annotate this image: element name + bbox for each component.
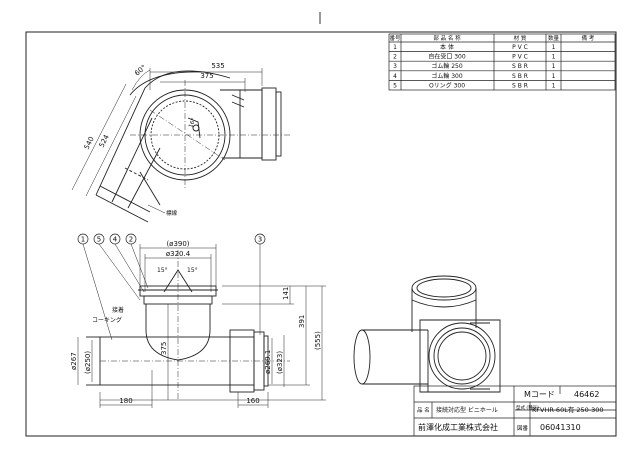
col-material: 材 質 xyxy=(514,34,527,42)
m-code-label: Mコード xyxy=(524,390,555,399)
row3-qty: 1 xyxy=(552,63,556,70)
balloon-5-label: 5 xyxy=(97,236,101,244)
front-view-dim-labels: (ø390) ø320.4 15° 15° 接着 コーキング 141 391 (… xyxy=(70,240,322,405)
model-value: KFVHR-60L有 250-300 xyxy=(532,405,604,414)
row4-mat: S B R xyxy=(512,73,528,80)
dim-phi390: (ø390) xyxy=(166,240,189,248)
dim-phi269: ø269.1 xyxy=(264,350,272,374)
sheet-frame xyxy=(25,31,617,437)
front-view-dimensions xyxy=(77,244,326,408)
row2-qty: 1 xyxy=(552,54,556,61)
row4-qty: 1 xyxy=(552,73,556,80)
row2-mat: P V C xyxy=(512,54,528,61)
dim-555: (555) xyxy=(314,331,322,350)
plan-view xyxy=(95,70,290,223)
dim-141: 141 xyxy=(282,287,290,300)
row2-no: 2 xyxy=(393,54,397,61)
col-number: 番号 xyxy=(389,35,401,42)
row1-qty: 1 xyxy=(552,44,556,51)
row1-mat: P V C xyxy=(512,44,528,51)
dim-phi267: ø267 xyxy=(70,352,78,370)
dim-160: 160 xyxy=(246,397,259,405)
balloon-leaders xyxy=(82,243,261,341)
isometric-view xyxy=(353,275,501,393)
row4-name: ゴム輪 300 xyxy=(431,72,463,80)
title-block xyxy=(413,385,617,437)
row2-name: 自在受口 300 xyxy=(428,53,466,61)
drawing-no-label: 図番 xyxy=(517,425,529,432)
row5-name: Oリング 300 xyxy=(429,81,465,89)
dim-phi250: (ø250) xyxy=(84,351,92,374)
dim-540: 540 xyxy=(83,135,96,151)
row3-mat: S B R xyxy=(512,63,528,70)
row4-no: 4 xyxy=(393,73,397,80)
dim-phi320: ø320.4 xyxy=(166,250,191,258)
dim-535: 535 xyxy=(211,62,224,70)
dim-375-top: 375 xyxy=(200,72,213,80)
title-block-text: Mコード 46462 品 名 接続対応型 ビニホール 型式 (種号) KFVHR… xyxy=(417,390,604,432)
label-caulking: コーキング xyxy=(92,316,122,324)
balloon-labels: 1 5 4 2 3 xyxy=(81,236,262,244)
col-part-name: 部 品 名 称 xyxy=(433,34,461,42)
row1-name: 本 体 xyxy=(440,43,454,51)
name-label: 品 名 xyxy=(417,406,430,414)
dim-15deg-left: 15° xyxy=(157,267,168,274)
m-code-value: 46462 xyxy=(574,390,599,399)
dim-180: 180 xyxy=(119,397,132,405)
balloon-3-label: 3 xyxy=(258,236,262,244)
balloon-4-label: 4 xyxy=(113,236,118,244)
dim-60deg: 60° xyxy=(133,63,148,77)
center-mark-label: 標線 xyxy=(166,209,178,217)
drawing-no-value: 06041310 xyxy=(540,423,581,432)
parts-table-rows: 1 本 体 P V C 1 2 自在受口 300 P V C 1 3 ゴム輪 2… xyxy=(393,43,556,89)
dim-375-front: 375 xyxy=(160,342,168,355)
parts-table xyxy=(388,33,616,91)
col-quantity: 数量 xyxy=(548,34,560,42)
col-remarks: 備 考 xyxy=(582,34,595,42)
dim-phi323: (ø323) xyxy=(276,351,284,374)
front-view xyxy=(86,250,290,400)
dim-16deg: 16° xyxy=(188,117,197,128)
row1-no: 1 xyxy=(393,44,397,51)
dim-15deg-right: 15° xyxy=(187,267,198,274)
model-label: 型式 (種号) xyxy=(516,404,539,411)
name-value: 接続対応型 ビニホール xyxy=(436,406,498,414)
center-mark-leader xyxy=(147,204,166,214)
parts-table-header: 番号 部 品 名 称 材 質 数量 備 考 xyxy=(389,34,594,42)
row5-qty: 1 xyxy=(552,82,556,89)
plan-view-dimensions xyxy=(71,68,263,197)
row3-no: 3 xyxy=(393,63,397,70)
balloon-1-label: 1 xyxy=(81,236,85,244)
company-name: 前澤化成工業株式会社 xyxy=(418,422,498,432)
row3-name: ゴム輪 250 xyxy=(431,62,463,70)
balloon-2-label: 2 xyxy=(129,236,133,244)
row5-no: 5 xyxy=(393,82,397,89)
dim-391: 391 xyxy=(298,315,306,328)
label-adhesive: 接着 xyxy=(112,306,124,314)
row5-mat: S B R xyxy=(512,82,528,89)
